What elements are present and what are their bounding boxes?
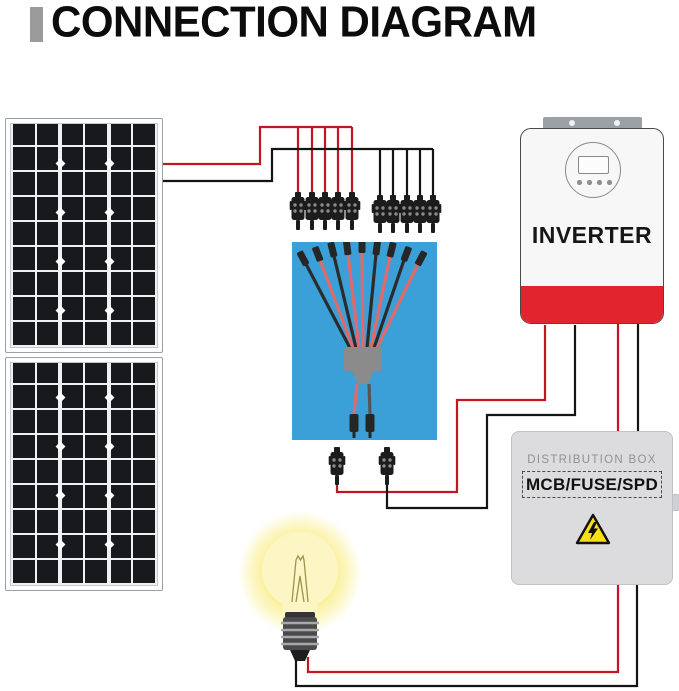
- solar-panel-top: [5, 118, 163, 353]
- page-title-row: CONNECTION DIAGRAM: [0, 0, 679, 48]
- solar-panel-cells: [10, 362, 158, 586]
- mc4-connector-icon: [398, 195, 416, 233]
- high-voltage-warning-icon: [575, 513, 611, 545]
- inverter-buttons: [577, 180, 612, 185]
- inverter-screen: [578, 156, 609, 174]
- mc4-connector-icon: [289, 192, 307, 230]
- wire-pv-negative-bus: [163, 147, 435, 199]
- wire-distbox-to-bulb-live: [306, 584, 620, 674]
- y-branch-connector-icon: [296, 238, 428, 438]
- panel-busbar: [57, 363, 62, 585]
- inverter-label: INVERTER: [531, 222, 653, 248]
- wire-branch-to-inverter-negative: [385, 325, 577, 510]
- mc4-connector-icon: [316, 192, 334, 230]
- panel-busbar: [106, 363, 111, 585]
- distribution-box-title: DISTRIBUTION BOX: [527, 454, 657, 466]
- wire-distbox-to-bulb-neutral: [294, 584, 639, 688]
- branch-connector-photo: [292, 238, 437, 440]
- mc4-connector-icon: [378, 447, 396, 485]
- panel-busbar: [57, 124, 62, 347]
- inverter: INVERTER: [520, 128, 664, 324]
- distribution-box-dashed-frame: MCB/FUSE/SPD: [522, 471, 662, 498]
- screw-hole: [569, 120, 575, 126]
- mc4-connector-icon: [328, 447, 346, 485]
- distribution-box-subtitle: MCB/FUSE/SPD: [525, 474, 659, 494]
- panel-busbar: [106, 124, 111, 347]
- solar-panel-cells: [10, 123, 158, 348]
- inverter-red-band: [521, 286, 663, 323]
- wire-pv-positive-bus: [163, 125, 354, 196]
- distribution-box: DISTRIBUTION BOX MCB/FUSE/SPD: [511, 431, 673, 585]
- page-title: CONNECTION DIAGRAM: [51, 0, 537, 46]
- solar-panel-bottom: [5, 357, 163, 591]
- mc4-connector-icon: [424, 195, 442, 233]
- title-accent-bar: [30, 7, 43, 42]
- mc4-connector-icon: [384, 195, 402, 233]
- mc4-connector-icon: [343, 192, 361, 230]
- mc4-connector-icon: [329, 192, 347, 230]
- mc4-connector-icon: [411, 195, 429, 233]
- light-bulb-icon: [238, 511, 362, 661]
- screw-hole: [614, 120, 620, 126]
- wire-branch-to-inverter-positive: [335, 325, 547, 494]
- inverter-display-panel: [565, 142, 621, 198]
- mc4-connector-icon: [371, 195, 389, 233]
- inverter-mounting-bracket: [543, 117, 642, 129]
- mc4-connector-icon: [303, 192, 321, 230]
